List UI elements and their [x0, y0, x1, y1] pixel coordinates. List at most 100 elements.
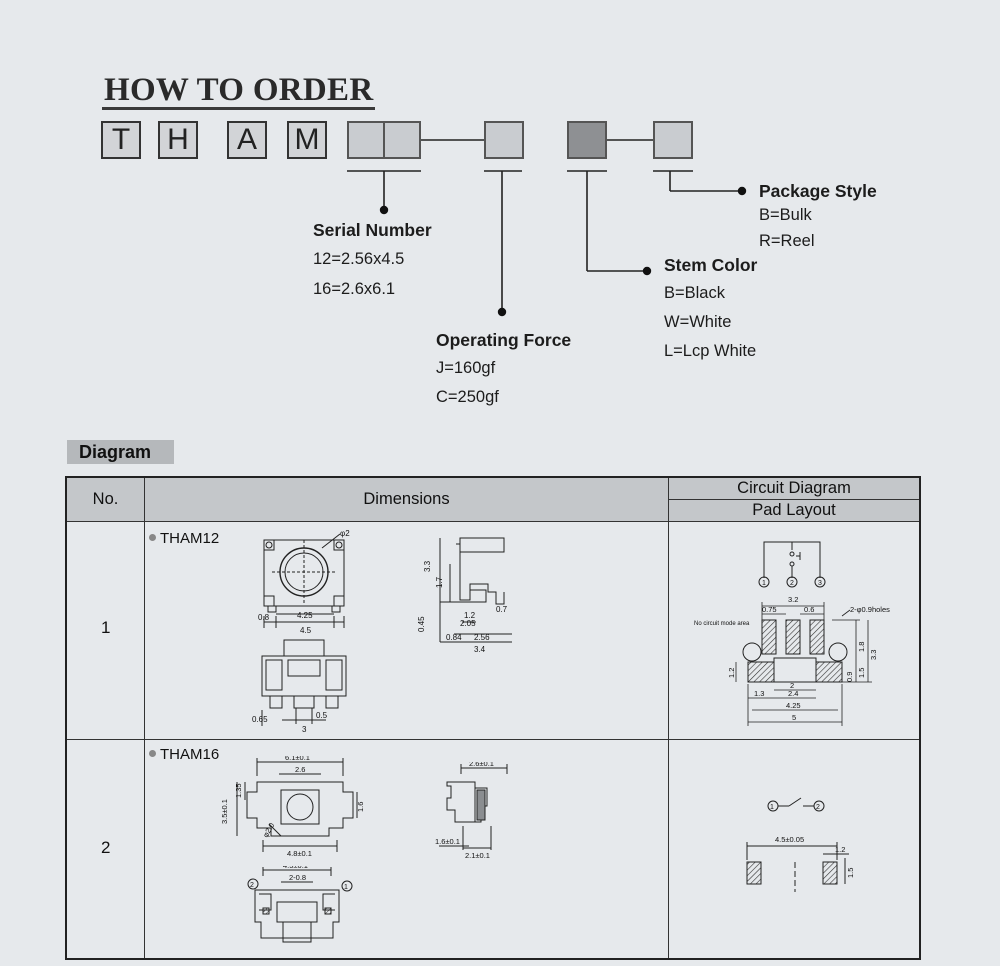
- svg-text:4.25: 4.25: [786, 701, 801, 710]
- grid-line: [144, 478, 145, 958]
- svg-text:4.8±0.1: 4.8±0.1: [287, 849, 312, 858]
- row-number: 1: [101, 618, 111, 637]
- bullet-icon: [149, 534, 156, 541]
- operating-force-title: Operating Force: [436, 330, 572, 350]
- svg-text:0.65: 0.65: [252, 715, 268, 724]
- tham12-circuit-and-pad-drawing: 1 2 3: [694, 541, 890, 726]
- svg-text:2: 2: [816, 804, 820, 811]
- package-style-option: B=Bulk: [759, 206, 812, 224]
- bullet-icon: [149, 750, 156, 757]
- operating-force-box: [484, 121, 524, 159]
- svg-text:2.4: 2.4: [788, 689, 798, 698]
- model-name: THAM12: [160, 530, 220, 547]
- svg-text:0.5: 0.5: [316, 711, 328, 720]
- stem-color-box: [567, 121, 607, 159]
- svg-text:1.2: 1.2: [727, 668, 736, 678]
- tham12-side-view-drawing: 3.3 1.7 0.45 1.2 2.05 0.7 0.84 2.56 3.4: [417, 537, 512, 654]
- svg-text:4.25: 4.25: [297, 611, 313, 620]
- svg-text:0.8: 0.8: [258, 613, 270, 622]
- svg-text:2: 2: [250, 882, 254, 889]
- svg-text:1.35: 1.35: [234, 783, 243, 798]
- svg-text:3.3: 3.3: [423, 560, 432, 572]
- header-dimensions: Dimensions: [145, 478, 668, 521]
- svg-text:1.8: 1.8: [857, 642, 866, 652]
- svg-text:1.5: 1.5: [846, 868, 855, 878]
- serial-number-box-2: [383, 121, 421, 159]
- svg-text:2.1±0.1: 2.1±0.1: [465, 851, 490, 860]
- serial-number-option: 12=2.56x4.5: [313, 250, 405, 268]
- header-pad-layout: Pad Layout: [669, 500, 919, 521]
- code-letter-m: M: [287, 121, 327, 159]
- package-style-title: Package Style: [759, 181, 877, 201]
- svg-text:1: 1: [770, 804, 774, 811]
- tham16-front-view-drawing: 4.5±0.1 2-0.8 2 1: [247, 866, 353, 943]
- grid-line: [67, 521, 919, 522]
- operating-force-option: C=250gf: [436, 388, 499, 406]
- svg-text:φ2: φ2: [340, 530, 350, 538]
- tham16-side-view-drawing: 2.6±0.1 1.6±0.1 2.1±0.1: [435, 762, 508, 860]
- svg-text:2.56: 2.56: [474, 633, 490, 642]
- svg-text:1.6: 1.6: [356, 802, 365, 812]
- package-style-box: [653, 121, 693, 159]
- svg-text:No circuit mode area: No circuit mode area: [694, 621, 750, 627]
- model-label-tham16: THAM16: [149, 746, 219, 763]
- svg-text:3.4: 3.4: [474, 645, 486, 654]
- serial-number-option: 16=2.6x6.1: [313, 280, 396, 298]
- svg-text:1.5: 1.5: [857, 668, 866, 678]
- order-connector-lines: [347, 139, 747, 317]
- svg-text:1.2: 1.2: [835, 845, 845, 854]
- svg-text:0.6: 0.6: [804, 605, 814, 614]
- stem-color-title: Stem Color: [664, 255, 758, 275]
- svg-text:0.75: 0.75: [762, 605, 777, 614]
- svg-text:0.84: 0.84: [446, 633, 462, 642]
- diagram-table: No. Dimensions Circuit Diagram Pad Layou…: [65, 476, 921, 960]
- serial-number-title: Serial Number: [313, 220, 432, 240]
- svg-text:4.5±0.1: 4.5±0.1: [283, 866, 308, 870]
- svg-text:5: 5: [792, 713, 796, 722]
- code-letter-a: A: [227, 121, 267, 159]
- header-no: No.: [67, 478, 144, 521]
- tham12-top-view-drawing: φ2 0.8 4.25 4.5: [258, 530, 350, 635]
- grid-line: [67, 739, 919, 740]
- stem-color-option: L=Lcp White: [664, 342, 757, 360]
- operating-force-option: J=160gf: [436, 359, 496, 377]
- svg-text:1.6±0.1: 1.6±0.1: [435, 837, 460, 846]
- svg-text:4.5: 4.5: [300, 626, 312, 635]
- svg-text:3.5±0.1: 3.5±0.1: [220, 799, 229, 824]
- model-label-tham12: THAM12: [149, 530, 219, 547]
- grid-line: [668, 478, 669, 958]
- stem-color-option: B=Black: [664, 284, 725, 302]
- diagram-section-tab: Diagram: [67, 440, 174, 464]
- svg-text:1.7: 1.7: [435, 576, 444, 588]
- svg-text:2-0.8: 2-0.8: [289, 873, 306, 882]
- page-title: HOW TO ORDER: [104, 72, 374, 108]
- svg-text:3.3: 3.3: [869, 650, 878, 660]
- code-letter-t: T: [101, 121, 141, 159]
- svg-text:1.3: 1.3: [754, 689, 764, 698]
- svg-text:2: 2: [790, 580, 794, 587]
- svg-text:1: 1: [344, 884, 348, 891]
- svg-text:3.2: 3.2: [788, 595, 798, 604]
- tham16-circuit-and-pad-drawing: 1 2 4.5±0.05 1.2 1.5: [746, 797, 855, 892]
- svg-text:1: 1: [762, 580, 766, 587]
- svg-text:3: 3: [302, 725, 307, 734]
- svg-text:2: 2: [790, 681, 794, 690]
- model-name: THAM16: [160, 746, 220, 763]
- title-underline: [102, 107, 375, 110]
- svg-text:3: 3: [818, 580, 822, 587]
- svg-text:6.1±0.1: 6.1±0.1: [285, 756, 310, 762]
- svg-text:2.6: 2.6: [295, 765, 305, 774]
- row-number: 2: [101, 838, 111, 857]
- tham12-front-view-drawing: 0.65 0.5 3: [252, 639, 347, 734]
- svg-text:4.5±0.05: 4.5±0.05: [775, 835, 804, 844]
- package-style-option: R=Reel: [759, 232, 815, 250]
- svg-text:0.7: 0.7: [496, 605, 508, 614]
- svg-text:1.2: 1.2: [464, 611, 476, 620]
- svg-text:2.6±0.1: 2.6±0.1: [469, 762, 494, 768]
- svg-text:2.05: 2.05: [460, 619, 476, 628]
- stem-color-option: W=White: [664, 313, 732, 331]
- grid-line: [668, 499, 919, 500]
- svg-text:0.9: 0.9: [845, 672, 854, 682]
- header-circuit-diagram: Circuit Diagram: [669, 478, 919, 499]
- svg-text:0.45: 0.45: [417, 616, 426, 632]
